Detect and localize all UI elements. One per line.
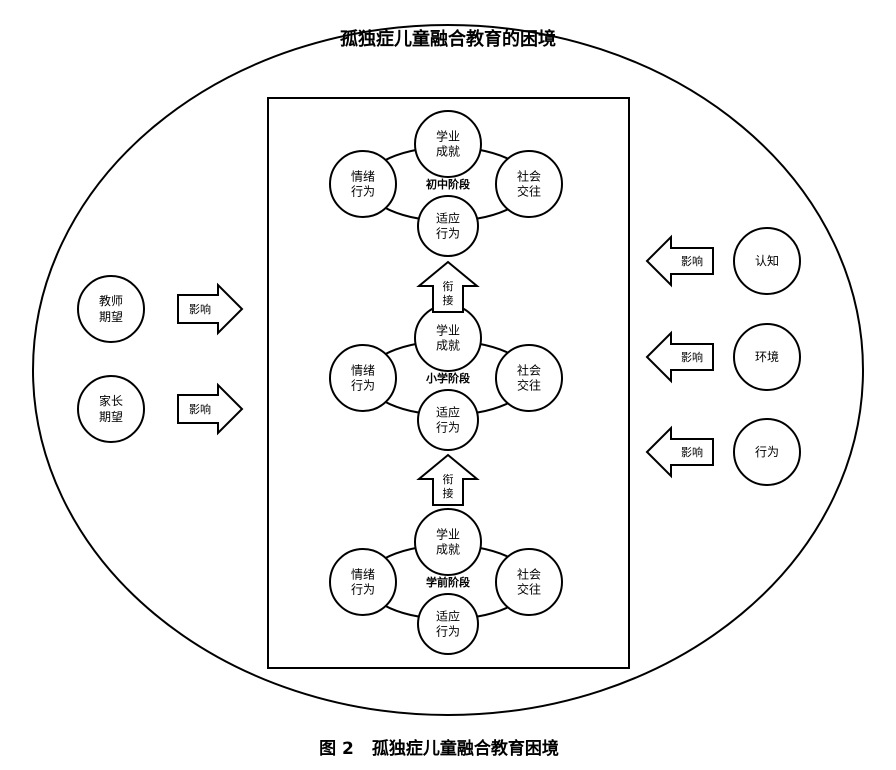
node-left-label: 行为: [351, 185, 375, 199]
factor-label: 环境: [755, 349, 779, 364]
up-arrow-icon: [416, 260, 480, 313]
stages-box: [267, 97, 630, 669]
node-right-label: 交往: [517, 582, 541, 597]
arrow-label: 影响: [681, 255, 703, 268]
arrow-label: 影响: [189, 303, 211, 316]
node-right-label: 交往: [517, 378, 541, 393]
node-left-label: 情绪: [351, 170, 375, 184]
node-bottom-label: 适应: [436, 405, 460, 420]
stage-name: 初中阶段: [426, 177, 470, 191]
node-bottom-circle: [417, 389, 479, 451]
stage-name: 学前阶段: [426, 575, 470, 589]
outer-title: 孤独症儿童融合教育的困境: [340, 28, 556, 50]
connector-arrow: 衔接: [416, 453, 480, 506]
node-left-label: 情绪: [351, 364, 375, 378]
node-left-label: 行为: [351, 379, 375, 393]
diagram-canvas: 孤独症儿童融合教育的困境 学业成就情绪行为社会交往适应行为初中阶段学业成就情绪行…: [32, 24, 864, 716]
stage-name: 小学阶段: [425, 371, 470, 385]
node-top-circle: [414, 110, 482, 178]
node-right-label: 交往: [517, 184, 541, 199]
node-right-label: 社会: [517, 363, 541, 378]
connector-label: 接: [443, 487, 454, 500]
connector-label: 衔: [443, 473, 454, 486]
connector-label: 接: [443, 294, 454, 307]
node-left-label: 行为: [351, 583, 375, 597]
node-bottom-label: 行为: [436, 421, 460, 435]
node-bottom-label: 行为: [436, 227, 460, 241]
node-bottom-circle: [417, 195, 479, 257]
node-top-label: 成就: [436, 339, 460, 353]
stages-layer: 学业成就情绪行为社会交往适应行为初中阶段学业成就情绪行为社会交往适应行为小学阶段…: [329, 110, 563, 655]
figure-caption: 图 2 孤独症儿童融合教育困境: [0, 734, 896, 759]
figure-number: 图 2: [319, 739, 354, 759]
arrow-label: 影响: [681, 446, 703, 459]
factor-circle: [733, 418, 801, 486]
node-right-label: 社会: [517, 567, 541, 582]
node-bottom-label: 适应: [436, 211, 460, 226]
factor-label: 家长: [99, 393, 123, 408]
node-top-circle: [414, 508, 482, 576]
node-right-circle: [495, 150, 563, 218]
left-arrow-icon: [645, 234, 714, 288]
right-arrow-icon: [177, 282, 244, 336]
factor-circle: [77, 275, 145, 343]
outer-circle: [32, 24, 864, 716]
node-right-circle: [495, 548, 563, 616]
factor-circle: [733, 323, 801, 391]
node-right-circle: [495, 344, 563, 412]
connector-label: 衔: [443, 280, 454, 293]
figure-title: 孤独症儿童融合教育困境: [371, 739, 559, 759]
up-arrow-icon: [416, 453, 480, 506]
arrow-label: 影响: [189, 403, 211, 416]
node-left-circle: [329, 548, 397, 616]
node-left-circle: [329, 150, 397, 218]
left-arrow-icon: [645, 330, 714, 384]
connector-arrow: 衔接: [416, 260, 480, 313]
node-top-label: 成就: [436, 145, 460, 159]
arrow-label: 影响: [681, 351, 703, 364]
right-factor: 环境 影响: [645, 323, 801, 391]
node-top-label: 成就: [436, 543, 460, 557]
factor-label: 期望: [99, 410, 123, 424]
node-top-label: 学业: [436, 129, 460, 144]
left-arrow-icon: [645, 425, 714, 479]
factor-circle: [77, 375, 145, 443]
node-bottom-label: 适应: [436, 609, 460, 624]
factor-label: 行为: [755, 445, 779, 459]
node-top-label: 学业: [436, 527, 460, 542]
node-left-label: 情绪: [351, 568, 375, 582]
factor-label: 教师: [99, 293, 123, 308]
right-factor: 认知 影响: [645, 227, 801, 295]
factor-label: 期望: [99, 310, 123, 324]
right-factor: 行为 影响: [645, 418, 801, 486]
node-left-circle: [329, 344, 397, 412]
node-right-label: 社会: [517, 169, 541, 184]
factor-circle: [733, 227, 801, 295]
node-bottom-label: 行为: [436, 625, 460, 639]
node-bottom-circle: [417, 593, 479, 655]
factor-label: 认知: [755, 254, 779, 268]
node-top-label: 学业: [436, 323, 460, 338]
right-arrow-icon: [177, 382, 244, 436]
